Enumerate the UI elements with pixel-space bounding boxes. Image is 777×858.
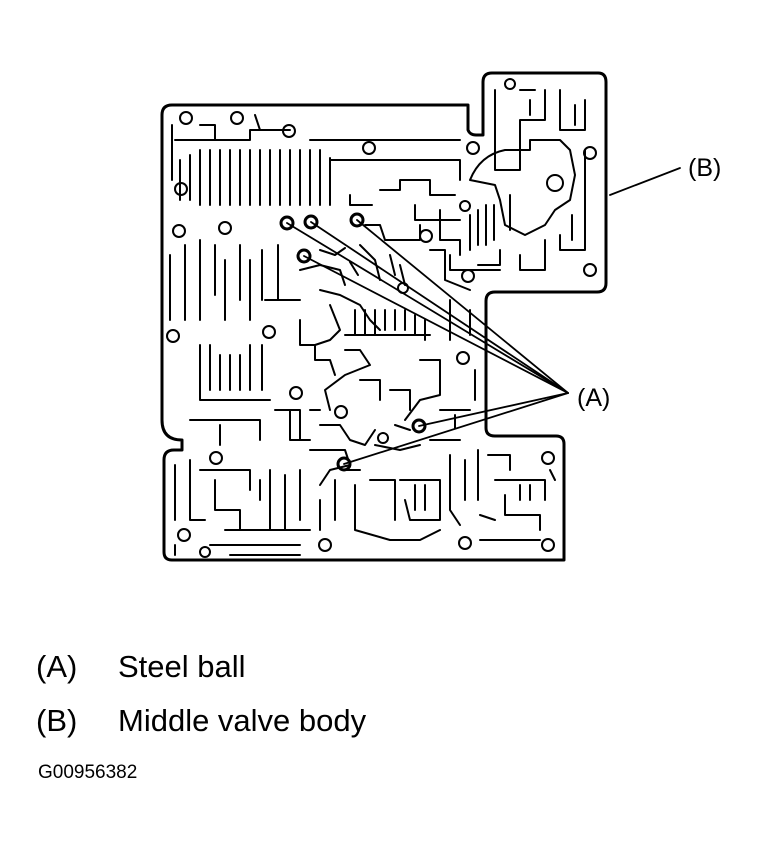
- steel-ball: [411, 418, 427, 434]
- legend-item-a: (A) Steel ball: [36, 640, 366, 694]
- callout-leader-lines: [286, 167, 681, 465]
- legend-key: (A): [36, 649, 78, 684]
- steel-ball: [296, 248, 312, 264]
- steel-ball: [303, 214, 319, 230]
- legend-text: Middle valve body: [118, 703, 367, 738]
- valve-body-outline: [160, 71, 608, 562]
- legend-key: (B): [36, 703, 78, 738]
- steel-ball: [279, 215, 295, 231]
- legend: (A) Steel ball (B) Middle valve body: [36, 640, 366, 748]
- steel-ball: [336, 456, 352, 472]
- bolt-holes: [166, 78, 597, 558]
- callout-label-a: (A): [577, 384, 610, 412]
- legend-text: Steel ball: [118, 649, 246, 684]
- steel-balls: [279, 212, 427, 472]
- fluid-channels: [169, 89, 586, 556]
- legend-item-b: (B) Middle valve body: [36, 694, 366, 748]
- valve-body-diagram: (A) (B): [160, 71, 721, 562]
- figure-id: G00956382: [38, 762, 138, 783]
- callout-label-b: (B): [688, 154, 721, 182]
- steel-ball: [349, 212, 365, 228]
